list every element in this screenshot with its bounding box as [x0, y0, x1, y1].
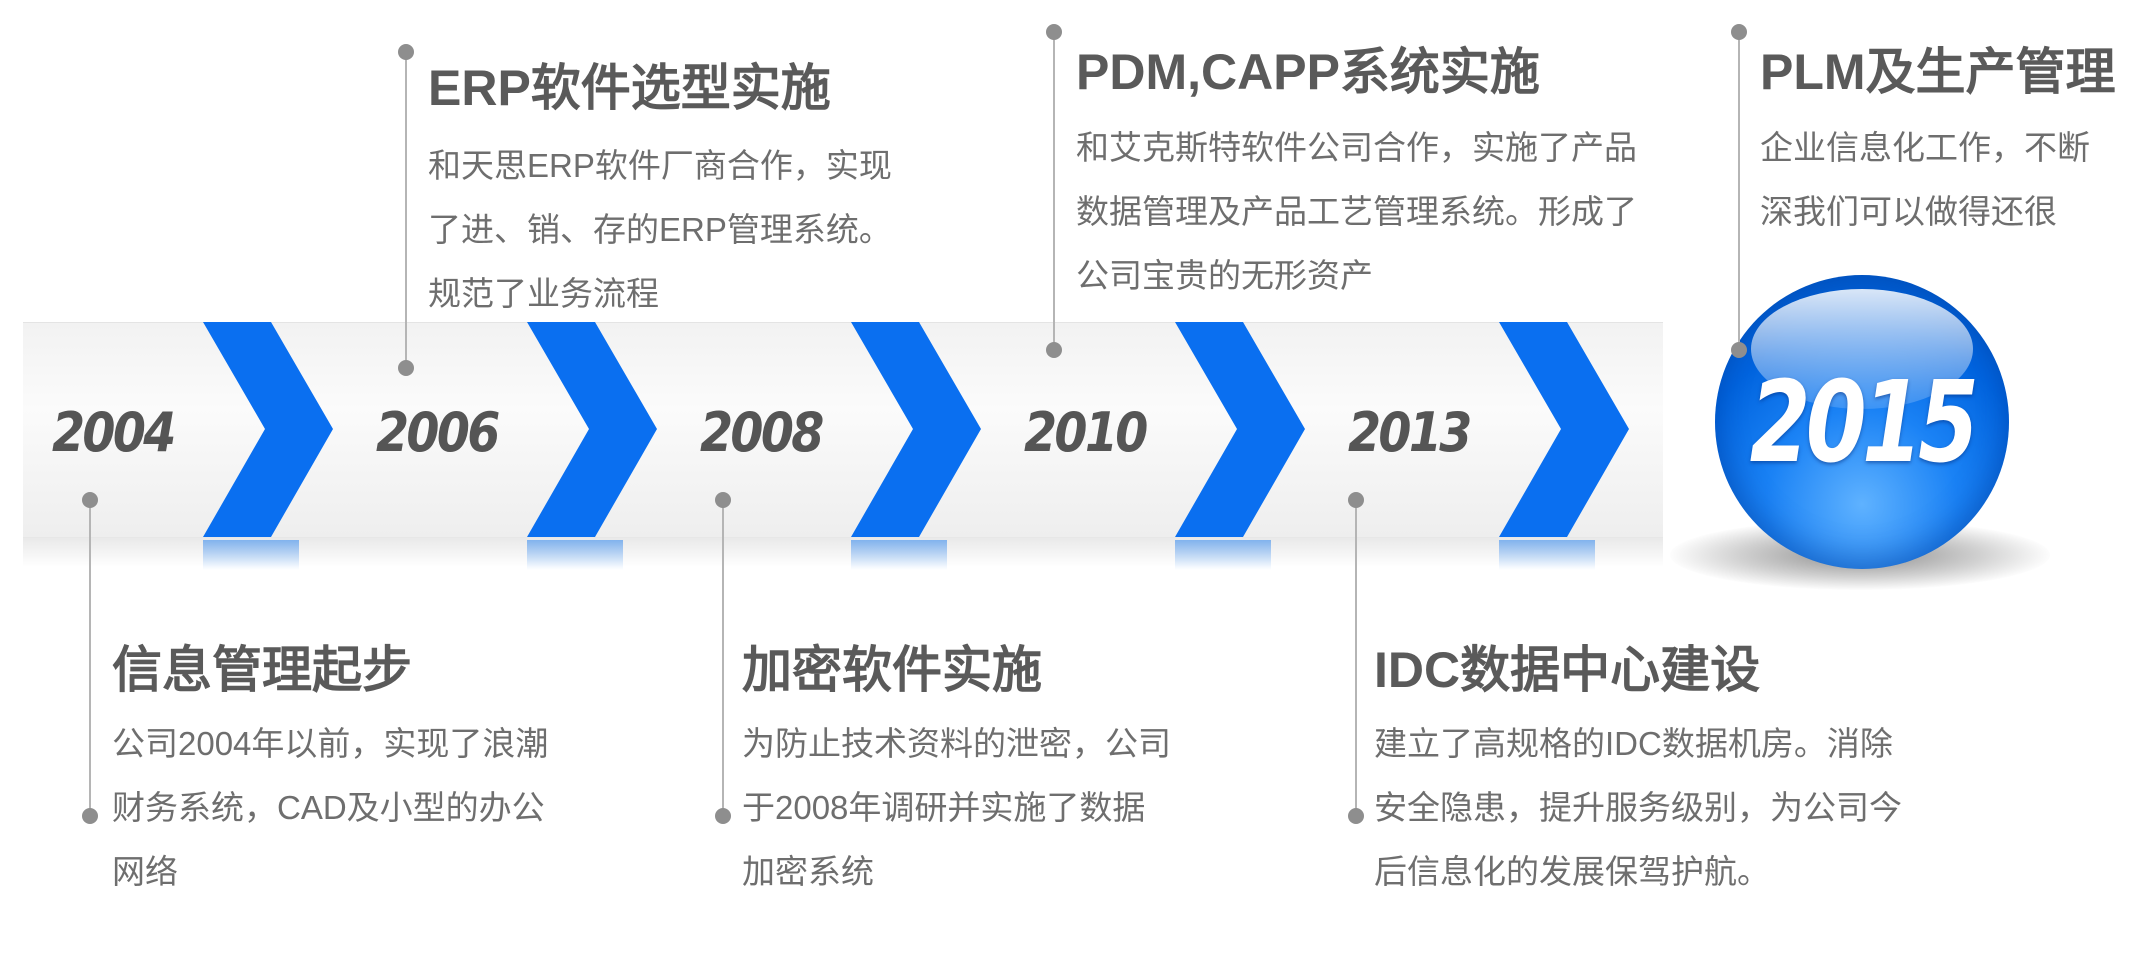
connector-dot: [398, 360, 414, 376]
milestone-title: 信息管理起步: [112, 642, 412, 698]
chevron-arrow-icon: [527, 322, 657, 537]
connector-dot: [398, 44, 414, 60]
connector-line: [1355, 500, 1357, 818]
milestone-title: PLM及生产管理: [1760, 44, 2116, 100]
chevron-arrow-icon: [1175, 322, 1305, 537]
chevron-arrow-icon: [1499, 322, 1629, 537]
connector-line: [722, 500, 724, 818]
ball-gloss: [1751, 289, 1973, 409]
year-label: 2010: [1024, 401, 1148, 464]
connector-dot: [1731, 24, 1747, 40]
year-2015-ball: 2015: [1715, 275, 2009, 569]
milestone-description: 建立了高规格的IDC数据机房。消除安全隐患，提升服务级别，为公司今后信息化的发展…: [1374, 725, 1902, 890]
connector-dot: [1348, 492, 1364, 508]
connector-line: [1053, 32, 1055, 350]
chevron-reflection: [851, 540, 947, 570]
milestone-title: IDC数据中心建设: [1374, 642, 1761, 698]
chevron-reflection: [1499, 540, 1595, 570]
connector-line: [89, 500, 91, 818]
year-label: 2013: [1348, 401, 1472, 464]
milestone-description: 为防止技术资料的泄密，公司于2008年调研并实施了数据加密系统: [742, 725, 1171, 890]
milestone-title: ERP软件选型实施: [428, 60, 831, 116]
timeline-band-reflection: [23, 537, 1663, 567]
connector-dot: [715, 808, 731, 824]
year-label: 2004: [52, 401, 176, 464]
connector-line: [1738, 32, 1740, 350]
milestone-description: 和天思ERP软件厂商合作，实现了进、销、存的ERP管理系统。规范了业务流程: [428, 147, 892, 312]
year-label: 2006: [376, 401, 500, 464]
chevron-arrow-icon: [851, 322, 981, 537]
connector-dot: [715, 492, 731, 508]
connector-dot: [1731, 342, 1747, 358]
connector-line: [405, 52, 407, 368]
chevron-reflection: [1175, 540, 1271, 570]
chevron-arrow-icon: [203, 322, 333, 537]
ball-year-label: 2015: [1749, 358, 1979, 488]
milestone-description: 公司2004年以前，实现了浪潮财务系统，CAD及小型的办公网络: [112, 725, 549, 890]
milestone-description: 企业信息化工作，不断深我们可以做得还很多。。: [1760, 129, 2090, 230]
milestone-title: 加密软件实施: [742, 642, 1042, 698]
connector-dot: [82, 492, 98, 508]
connector-dot: [1046, 24, 1062, 40]
chevron-reflection: [203, 540, 299, 570]
milestone-description: 和艾克斯特软件公司合作，实施了产品数据管理及产品工艺管理系统。形成了公司宝贵的无…: [1076, 129, 1637, 294]
year-label: 2008: [700, 401, 824, 464]
connector-dot: [1348, 808, 1364, 824]
milestone-title: PDM,CAPP系统实施: [1076, 44, 1540, 100]
chevron-reflection: [527, 540, 623, 570]
connector-dot: [1046, 342, 1062, 358]
connector-dot: [82, 808, 98, 824]
